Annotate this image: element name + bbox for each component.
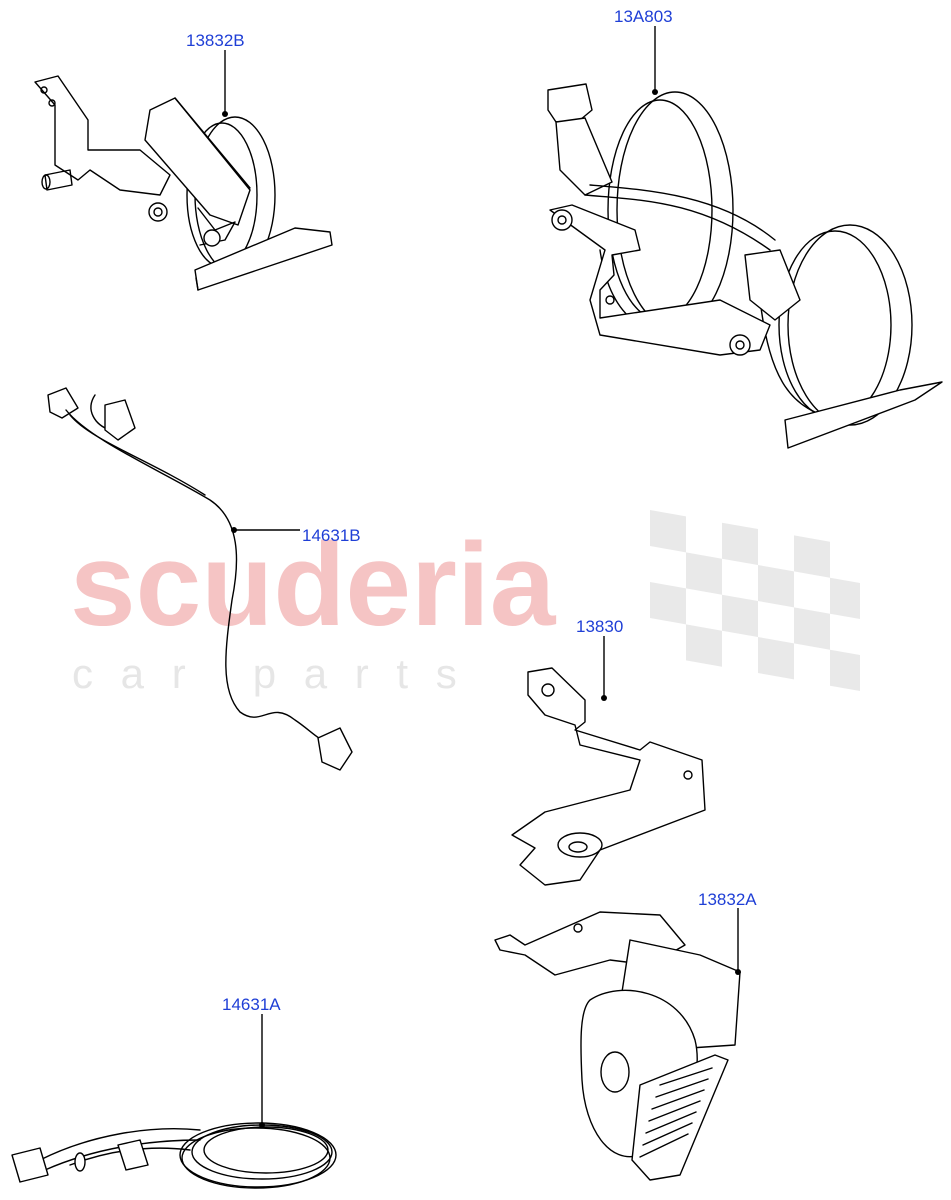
bracket-13830-drawing	[511, 667, 706, 886]
watermark: scuderia c a r p a r t s	[70, 510, 860, 697]
leader-dot-13a803	[652, 89, 658, 95]
watermark-brand: scuderia	[70, 519, 557, 651]
checkered-flag-watermark	[650, 510, 860, 692]
callout-13a803[interactable]: 13A803	[614, 7, 673, 26]
callout-14631a[interactable]: 14631A	[222, 995, 281, 1014]
horn-13a803-drawing	[547, 83, 943, 449]
callout-labels: 13832B 13A803 14631B 13830 13832A 14631A	[186, 7, 757, 1014]
leader-dot-14631a	[259, 1122, 265, 1128]
callout-13832b[interactable]: 13832B	[186, 31, 245, 50]
harness-14631b-drawing	[47, 387, 353, 771]
callout-13832a[interactable]: 13832A	[698, 890, 757, 909]
watermark-tagline: c a r p a r t s	[72, 650, 465, 697]
leader-dot-14631b	[231, 527, 237, 533]
horn-13832a-drawing	[494, 911, 741, 1181]
horn-13832b-drawing	[34, 75, 333, 291]
leader-dot-13832a	[735, 969, 741, 975]
callout-14631b[interactable]: 14631B	[302, 526, 361, 545]
leader-dot-13832b	[222, 111, 228, 117]
callout-13830[interactable]: 13830	[576, 617, 623, 636]
harness-14631a-drawing	[11, 1122, 337, 1189]
leader-dot-13830	[601, 695, 607, 701]
leader-lines	[222, 26, 741, 1128]
